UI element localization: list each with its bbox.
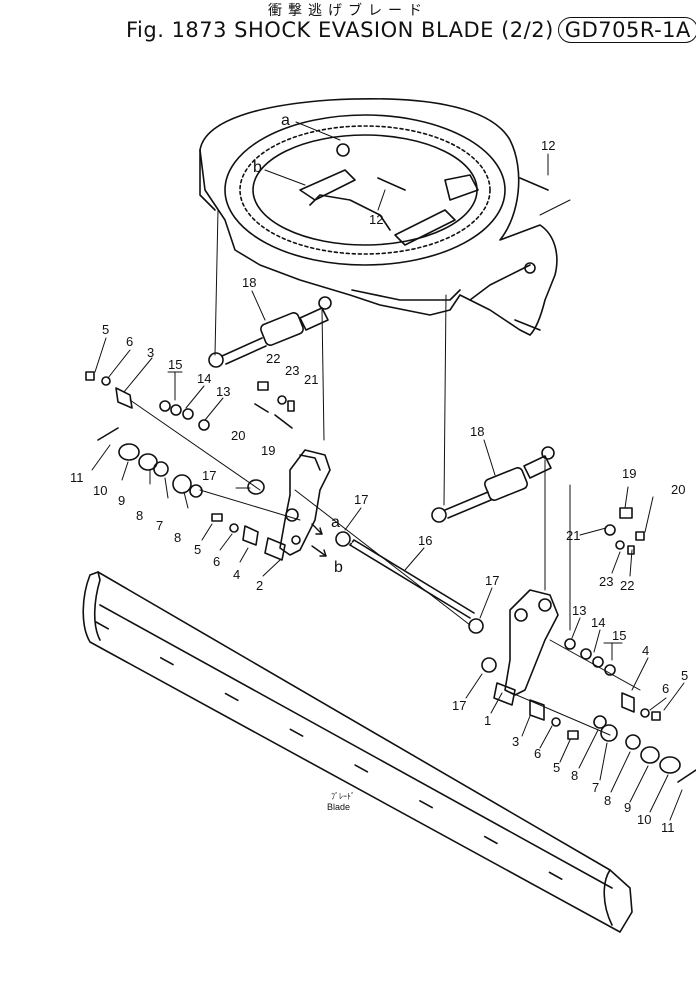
callout-20-left: 20 — [231, 428, 245, 443]
callout-17-d: 17 — [452, 698, 466, 713]
callout-2: 2 — [256, 578, 263, 593]
model-badge: GD705R-1A — [557, 17, 696, 43]
callout-13-left: 13 — [216, 384, 230, 399]
callout-3-left: 3 — [147, 345, 154, 360]
callout-11-left: 11 — [70, 470, 84, 485]
callout-14-left: 14 — [197, 371, 211, 386]
callout-5b-left: 5 — [194, 542, 201, 557]
callout-6-left: 6 — [126, 334, 133, 349]
callout-8b-right: 8 — [604, 793, 611, 808]
small-parts-left — [85, 371, 351, 547]
title-japanese: 衝撃逃げブレード — [268, 3, 428, 19]
callout-19-left: 19 — [261, 443, 275, 458]
callout-5-right: 5 — [681, 668, 688, 683]
blade-label-jp: ﾌﾞﾚｰﾄﾞ — [331, 792, 355, 801]
figure-title: Fig. 1873 SHOCK EVASION BLADE (2/2)GD705… — [126, 17, 696, 43]
callout-11-right: 11 — [661, 820, 675, 835]
bracket-right — [493, 589, 559, 706]
callout-12-left: 12 — [369, 212, 383, 227]
callout-17-c: 17 — [485, 573, 499, 588]
callout-6-right: 6 — [662, 681, 669, 696]
callout-8-right: 8 — [571, 768, 578, 783]
callout-19-right: 19 — [622, 466, 636, 481]
cylinder-right — [431, 446, 555, 523]
callout-6b-left: 6 — [213, 554, 220, 569]
callout-1: 1 — [484, 713, 491, 728]
blade — [82, 571, 633, 933]
callout-23-right: 23 — [599, 574, 613, 589]
rod — [349, 539, 475, 619]
callout-23-left: 23 — [285, 363, 299, 378]
leader-lines — [91, 121, 685, 821]
callout-10-left: 10 — [93, 483, 107, 498]
callout-22-left: 22 — [266, 351, 280, 366]
callout-16: 16 — [418, 533, 432, 548]
figure-title-text: Fig. 1873 SHOCK EVASION BLADE (2/2) — [126, 18, 554, 42]
callout-7-right: 7 — [592, 780, 599, 795]
callout-9-left: 9 — [118, 493, 125, 508]
callout-7-left: 7 — [156, 518, 163, 533]
guide-lines — [129, 199, 641, 736]
callout-22-right: 22 — [620, 578, 634, 593]
callout-21-right: 21 — [566, 528, 580, 543]
callout-17-a: 17 — [202, 468, 216, 483]
callout-13-right: 13 — [572, 603, 586, 618]
callout-a-top: a — [281, 112, 290, 129]
callout-15-right: 15 — [612, 628, 626, 643]
callout-b-mid: b — [334, 559, 343, 576]
callout-15-left: 15 — [168, 357, 182, 372]
callout-18-right: 18 — [470, 424, 484, 439]
callout-17-b: 17 — [354, 492, 368, 507]
circle-frame — [199, 98, 558, 336]
small-parts-right — [468, 507, 696, 783]
callout-6b-right: 6 — [534, 746, 541, 761]
callout-14-right: 14 — [591, 615, 605, 630]
callout-9-right: 9 — [624, 800, 631, 815]
blade-label: Blade — [327, 802, 350, 812]
callout-5b-right: 5 — [553, 760, 560, 775]
callout-20-right: 20 — [671, 482, 685, 497]
callout-4-right: 4 — [642, 643, 649, 658]
callout-21-left: 21 — [304, 372, 318, 387]
callout-10-right: 10 — [637, 812, 651, 827]
connector-arrows — [311, 523, 327, 557]
callout-labels: a b a b 12 12 18 18 5 6 3 15 14 13 22 23… — [70, 112, 688, 835]
callout-b-top: b — [253, 159, 262, 176]
callout-3-right: 3 — [512, 734, 519, 749]
callout-18-left: 18 — [242, 275, 256, 290]
callout-4-left: 4 — [233, 567, 240, 582]
bracket-left — [264, 449, 331, 561]
callout-a-mid: a — [331, 514, 340, 531]
cylinder-left — [208, 296, 332, 368]
callout-8b-left: 8 — [174, 530, 181, 545]
callout-12-right: 12 — [541, 138, 555, 153]
callout-8-left: 8 — [136, 508, 143, 523]
callout-5-left: 5 — [102, 322, 109, 337]
